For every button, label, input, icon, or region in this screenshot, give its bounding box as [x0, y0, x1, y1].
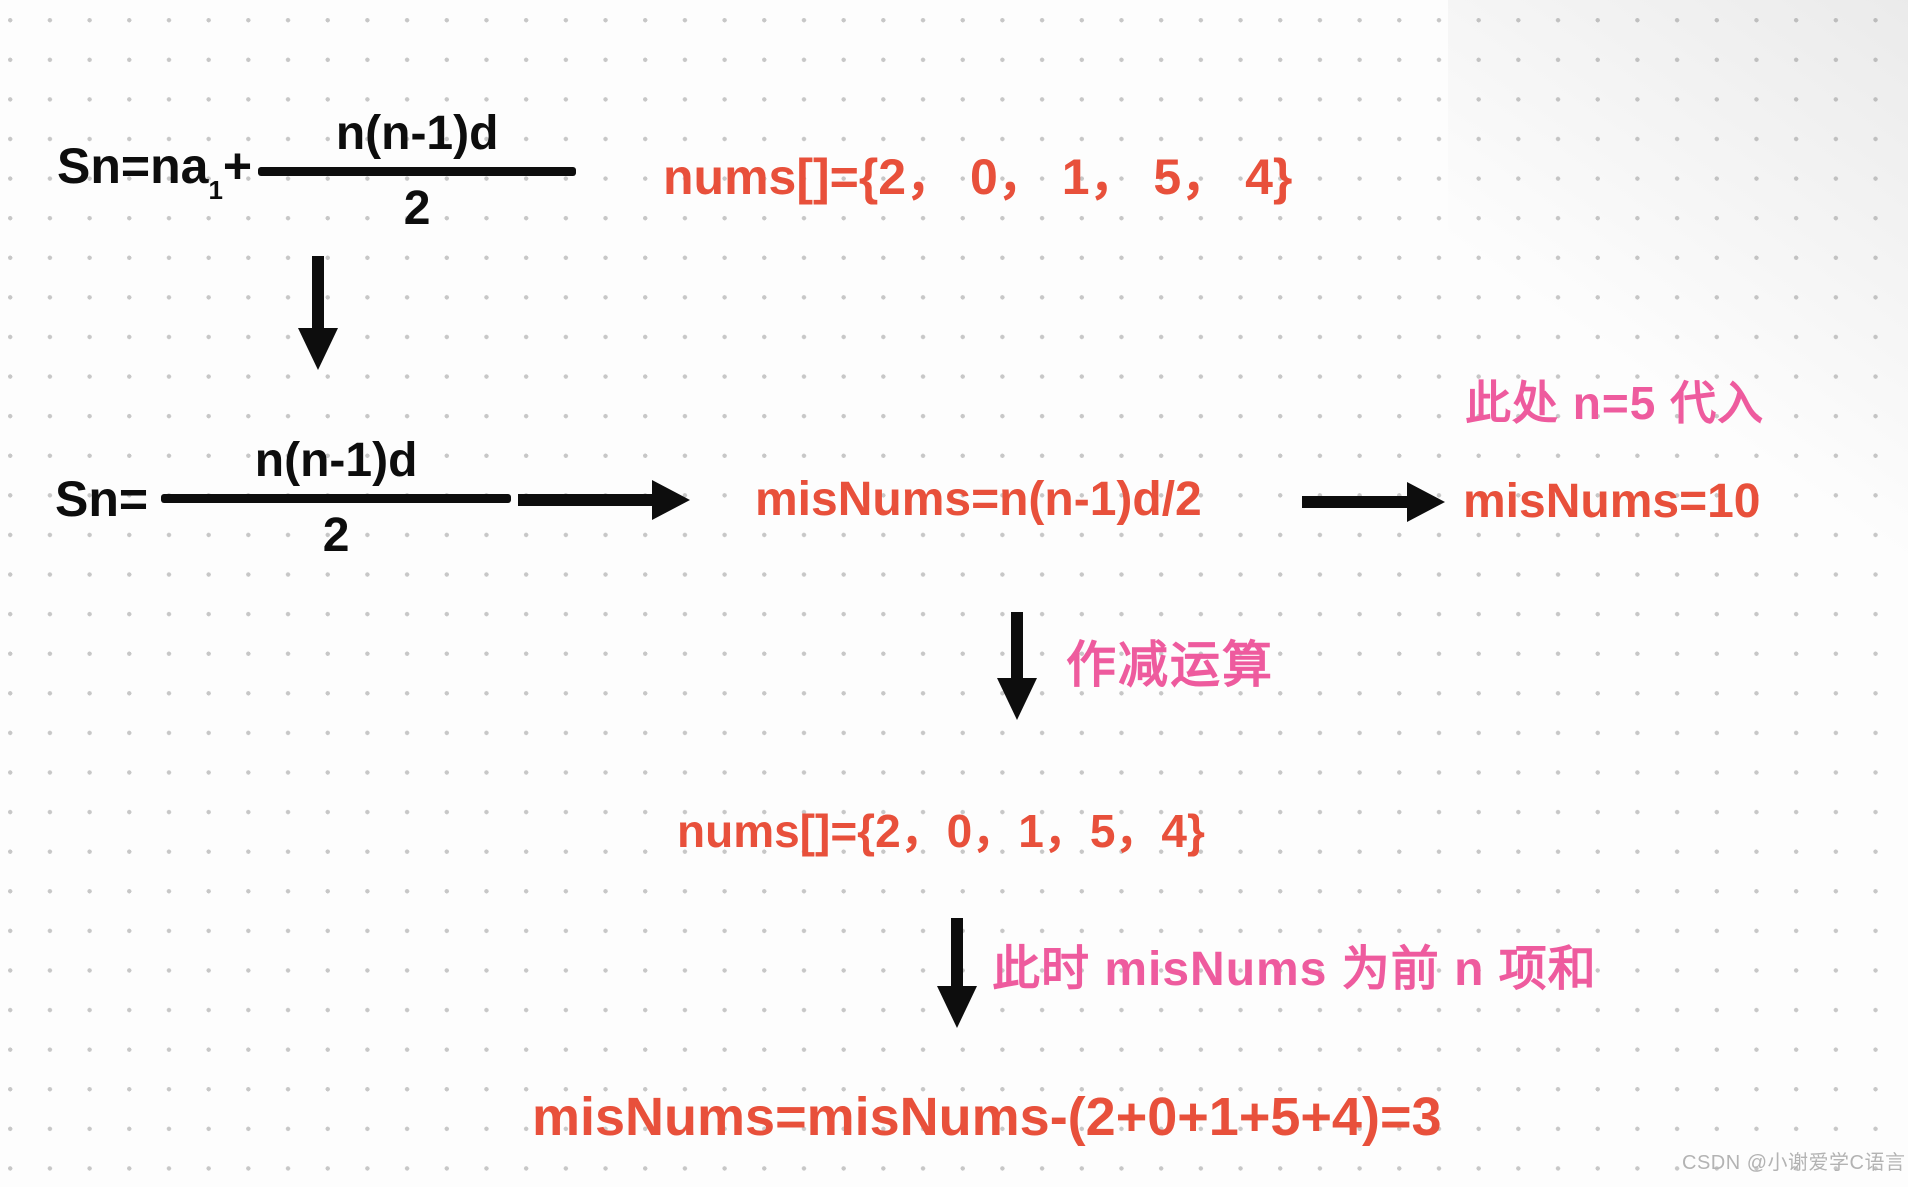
nums-array-top: nums[]={2， 0， 1， 5， 4}	[663, 149, 1293, 205]
right-arrow-1-shaft	[518, 494, 652, 506]
formula-sum-simplified: Sn= n(n-1)d 2	[55, 434, 512, 562]
right-arrow-2-shaft	[1302, 496, 1407, 508]
fraction-mid-numerator: n(n-1)d	[254, 434, 418, 487]
subscript-1: 1	[208, 174, 223, 205]
down-arrow-3-shaft	[951, 918, 963, 986]
right-arrow-1-head	[652, 480, 690, 520]
nums-array-mid: nums[]={2，0，1，5，4}	[677, 805, 1205, 857]
fraction-top-denominator: 2	[403, 182, 431, 235]
fraction-mid-denominator: 2	[322, 509, 350, 562]
fraction-mid-bar	[161, 494, 512, 503]
down-arrow-2-head	[997, 678, 1037, 720]
note-substitute-n5: 此处 n=5 代入	[1465, 377, 1765, 429]
down-arrow-3-head	[937, 986, 977, 1028]
down-arrow-icon-3	[937, 918, 977, 1028]
note-prefix-sum: 此时 misNums 为前 n 项和	[992, 943, 1597, 996]
down-arrow-2-shaft	[1011, 612, 1023, 678]
right-arrow-icon-2	[1302, 482, 1445, 522]
down-arrow-1-head	[298, 328, 338, 370]
misnums-value: misNums=10	[1463, 475, 1761, 528]
down-arrow-icon-1	[298, 256, 338, 370]
down-arrow-1-shaft	[312, 256, 324, 328]
formula-sum-full-prefix: Sn=na1+	[57, 137, 253, 205]
formula-sum-full: Sn=na1+ n(n-1)d 2	[57, 107, 577, 235]
formula-sum-simplified-prefix: Sn=	[55, 470, 149, 527]
final-formula: misNums=misNums-(2+0+1+5+4)=3	[532, 1087, 1442, 1147]
fraction-top-numerator: n(n-1)d	[335, 107, 499, 160]
fraction-mid: n(n-1)d 2	[161, 434, 512, 562]
fraction-top: n(n-1)d 2	[258, 107, 577, 235]
fraction-top-bar	[258, 167, 577, 176]
down-arrow-icon-2	[997, 612, 1037, 720]
note-subtract: 作减运算	[1066, 637, 1274, 693]
right-arrow-icon-1	[518, 480, 690, 520]
csdn-watermark: CSDN @小谢爱学C语言	[1682, 1152, 1906, 1174]
right-arrow-2-head	[1407, 482, 1445, 522]
misnums-formula: misNums=n(n-1)d/2	[755, 473, 1202, 526]
